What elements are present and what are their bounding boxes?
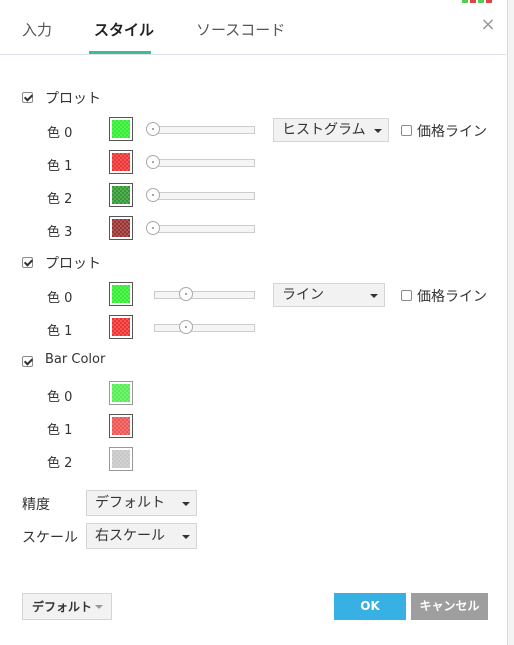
slider-track (154, 159, 255, 167)
slider-track (154, 225, 255, 233)
background-edge (508, 0, 514, 645)
plot1-color0-label: 色 0 (47, 126, 73, 141)
plot1-color1-label: 色 1 (47, 159, 73, 174)
plot1-color2-fill (112, 186, 130, 204)
scale-label: スケール (22, 530, 78, 546)
bar-color2-swatch[interactable] (109, 447, 133, 471)
plot1-color3-fill (112, 219, 130, 237)
plot2-label: プロット (45, 256, 101, 272)
slider-thumb[interactable] (146, 122, 160, 136)
plot1-color0-opacity-slider[interactable] (146, 122, 255, 138)
plot1-price-line-checkbox[interactable] (401, 125, 412, 136)
slider-track (154, 126, 255, 134)
bar-color0-swatch[interactable] (109, 381, 133, 405)
caret-down-icon (182, 502, 190, 506)
dialog-edge (507, 0, 508, 645)
tab-source-code[interactable]: ソースコード (196, 21, 286, 39)
plot2-color1-swatch[interactable] (109, 315, 133, 339)
bar-color0-fill (112, 384, 130, 402)
ok-button[interactable]: OK (334, 593, 406, 620)
cancel-button[interactable]: キャンセル (411, 593, 488, 620)
defaults-label: デフォルト (32, 600, 93, 614)
plot1-color3-label: 色 3 (47, 225, 73, 240)
bar-color2-label: 色 2 (47, 456, 73, 471)
slider-thumb[interactable] (146, 188, 160, 202)
slider-thumb[interactable] (179, 320, 193, 334)
bar-color2-fill (112, 450, 130, 468)
tab-bar: 入力 スタイル ソースコード × (0, 0, 506, 55)
tab-style[interactable]: スタイル (94, 21, 155, 39)
plot2-line-width-slider[interactable] (154, 287, 255, 303)
caret-down-icon (95, 605, 103, 609)
caret-down-icon (370, 294, 378, 298)
plot1-color1-fill (112, 153, 130, 171)
precision-label: 精度 (22, 497, 50, 513)
plot1-color2-label: 色 2 (47, 192, 73, 207)
caret-down-icon (374, 129, 382, 133)
bar-color-checkbox[interactable] (22, 356, 33, 367)
plot2-color0-swatch[interactable] (109, 282, 133, 306)
caret-down-icon (182, 535, 190, 539)
plot1-label: プロット (45, 91, 101, 107)
plot2-color0-label: 色 0 (47, 291, 73, 306)
close-icon[interactable]: × (480, 14, 496, 35)
plot2-color1-width-slider[interactable] (154, 320, 255, 336)
bar-color0-label: 色 0 (47, 390, 73, 405)
plot1-color3-swatch[interactable] (109, 216, 133, 240)
slider-thumb[interactable] (179, 287, 193, 301)
plot1-color3-opacity-slider[interactable] (146, 221, 255, 237)
precision-value: デフォルト (95, 495, 165, 511)
plot1-style-value: ヒストグラム (282, 122, 366, 138)
plot2-style-select[interactable]: ライン (273, 283, 385, 307)
plot1-price-line-label: 価格ライン (417, 124, 487, 140)
plot1-color0-swatch[interactable] (109, 117, 133, 141)
plot1-checkbox[interactable] (22, 92, 33, 103)
background-chart-marks (462, 0, 492, 3)
plot1-color2-swatch[interactable] (109, 183, 133, 207)
bar-color1-label: 色 1 (47, 423, 73, 438)
bar-color-label: Bar Color (45, 352, 106, 367)
plot1-style-select[interactable]: ヒストグラム (273, 118, 389, 142)
slider-thumb[interactable] (146, 221, 160, 235)
plot2-checkbox[interactable] (22, 257, 33, 268)
tab-inputs[interactable]: 入力 (22, 21, 53, 39)
plot2-color1-label: 色 1 (47, 324, 73, 339)
plot2-price-line-label: 価格ライン (417, 289, 487, 305)
plot1-color1-opacity-slider[interactable] (146, 155, 255, 171)
plot2-style-value: ライン (282, 287, 324, 303)
scale-value: 右スケール (95, 528, 165, 544)
active-tab-indicator (89, 51, 151, 54)
slider-track (154, 291, 255, 299)
plot2-color0-fill (112, 285, 130, 303)
bar-color1-fill (112, 417, 130, 435)
plot1-color2-opacity-slider[interactable] (146, 188, 255, 204)
precision-select[interactable]: デフォルト (86, 490, 197, 516)
slider-track (154, 192, 255, 200)
plot1-color0-fill (112, 120, 130, 138)
slider-track (154, 324, 255, 332)
slider-thumb[interactable] (146, 155, 160, 169)
scale-select[interactable]: 右スケール (86, 523, 197, 549)
plot2-color1-fill (112, 318, 130, 336)
plot1-color1-swatch[interactable] (109, 150, 133, 174)
defaults-dropdown-button[interactable]: デフォルト (22, 593, 112, 620)
bar-color1-swatch[interactable] (109, 414, 133, 438)
plot2-price-line-checkbox[interactable] (401, 290, 412, 301)
